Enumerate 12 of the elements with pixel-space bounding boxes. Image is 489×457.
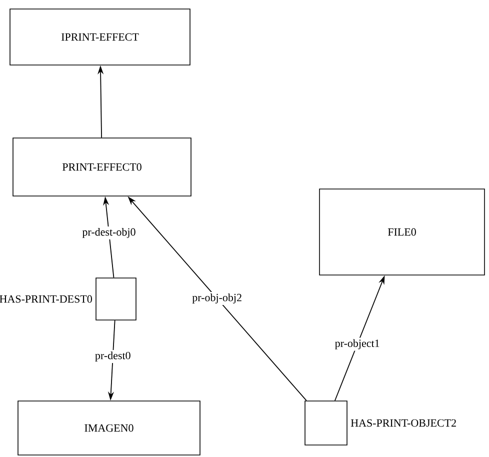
edge-label: pr-obj-obj2 (192, 294, 242, 304)
label-box: IPRINT-EFFECT (10, 8, 190, 66)
small-box (304, 400, 348, 446)
edge-label: pr-object1 (335, 339, 380, 350)
small-box (96, 278, 136, 320)
label-box: FILE0 (319, 188, 485, 276)
edge-label: pr-dest-obj0 (82, 228, 136, 238)
edge-label: pr-dest0 (95, 352, 130, 362)
label-box: IMAGEN0 (18, 400, 200, 456)
node-label: HAS-PRINT-OBJECT2 (350, 419, 456, 427)
node-label: HAS-PRINT-DEST0 (0, 295, 92, 303)
label-box: PRINT-EFFECT0 (12, 138, 192, 196)
